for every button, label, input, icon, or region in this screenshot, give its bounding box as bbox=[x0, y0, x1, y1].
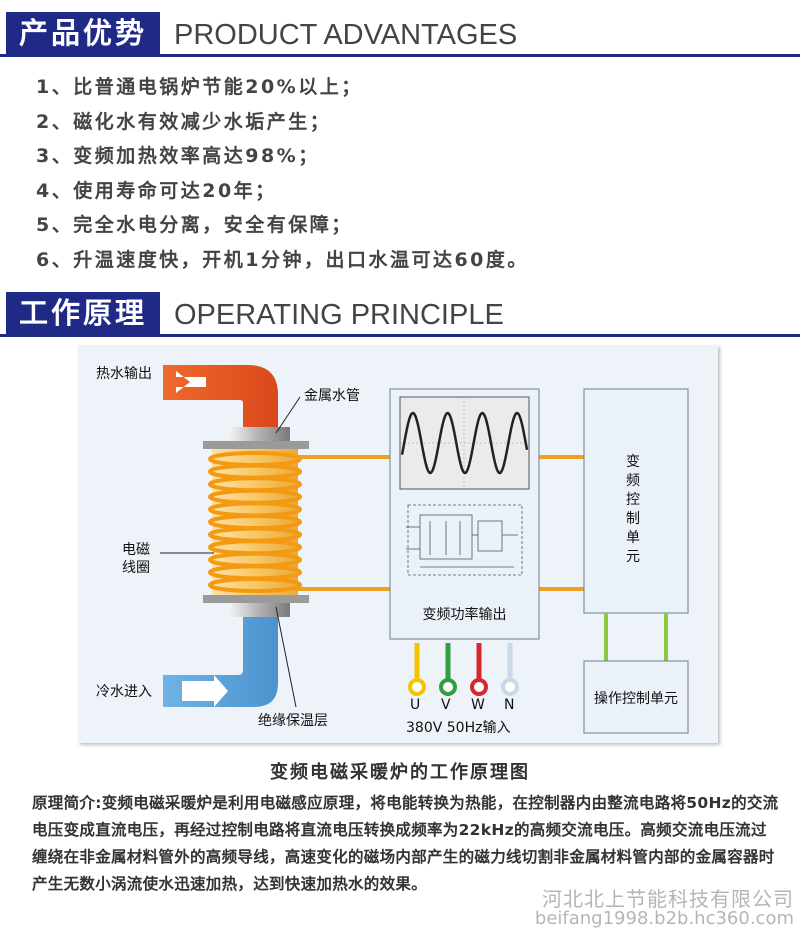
diagram-svg bbox=[160, 365, 689, 734]
label-power-input: 380V 50Hz输入 bbox=[406, 720, 511, 736]
phase-terminals bbox=[408, 643, 519, 696]
circuit-schematic bbox=[406, 504, 523, 576]
section-header-advantages: 产品优势 PRODUCT ADVANTAGES bbox=[0, 10, 800, 57]
label-phase-u: U bbox=[410, 697, 421, 713]
section-title-cn: 工作原理 bbox=[6, 292, 160, 334]
frequency-control-unit bbox=[583, 388, 689, 614]
label-operation-unit: 操作控制单元 bbox=[594, 691, 678, 707]
advantage-item: 6、升温速度快，开机1分钟，出口水温可达60度。 bbox=[36, 248, 529, 271]
label-control-unit: 变频控制单元 bbox=[626, 454, 640, 565]
hot-arrow-icon bbox=[176, 371, 206, 393]
label-coil-line1: 电磁 bbox=[122, 542, 150, 558]
principle-diagram: 热水输出 金属水管 电磁 线圈 冷水进入 绝缘保温层 变频功率输出 变频控制单元… bbox=[78, 345, 718, 743]
leader-metal-pipe bbox=[275, 396, 301, 434]
leader-insulation bbox=[275, 606, 297, 708]
advantage-item: 3、变频加热效率高达98%； bbox=[36, 145, 320, 167]
coil-core bbox=[212, 449, 298, 595]
operation-control-unit bbox=[583, 660, 689, 734]
flange-bottom bbox=[203, 595, 309, 603]
section-title-en: PRODUCT ADVANTAGES bbox=[174, 19, 518, 51]
sine-wave bbox=[400, 411, 529, 475]
label-metal-pipe: 金属水管 bbox=[304, 388, 360, 404]
section-header-principle: 工作原理 OPERATING PRINCIPLE bbox=[0, 290, 800, 337]
section-divider bbox=[0, 334, 800, 337]
section-title-en: OPERATING PRINCIPLE bbox=[174, 299, 504, 331]
advantage-item: 5、完全水电分离，安全有保障； bbox=[36, 214, 353, 236]
label-phase-w: W bbox=[471, 697, 485, 713]
label-phase-n: N bbox=[504, 697, 515, 713]
advantages-list: 1、比普通电锅炉节能20%以上； 2、磁化水有效减少水垢产生； 3、变频加热效率… bbox=[36, 70, 529, 277]
metal-pipe-bottom bbox=[230, 603, 290, 617]
label-insulation: 绝缘保温层 bbox=[258, 713, 328, 729]
flange-top bbox=[203, 441, 309, 449]
label-phase-v: V bbox=[441, 697, 451, 713]
advantage-item: 1、比普通电锅炉节能20%以上； bbox=[36, 76, 363, 98]
watermark-company: 河北北上节能科技有限公司 bbox=[542, 887, 794, 911]
advantage-item: 4、使用寿命可达20年； bbox=[36, 179, 277, 202]
label-power-output: 变频功率输出 bbox=[422, 607, 507, 623]
advantage-item: 2、磁化水有效减少水垢产生； bbox=[36, 110, 332, 133]
label-coil-line2: 线圈 bbox=[122, 560, 150, 576]
coil-turn bbox=[208, 577, 302, 593]
principle-intro: 原理简介:变频电磁采暖炉是利用电磁感应原理，将电能转换为热能，在控制器内由整流电… bbox=[32, 794, 779, 893]
label-coil: 电磁 线圈 bbox=[122, 541, 150, 577]
label-hot-water-out: 热水输出 bbox=[96, 366, 152, 382]
section-divider bbox=[0, 54, 800, 57]
cold-arrow-icon bbox=[182, 675, 228, 707]
electromagnetic-coil bbox=[208, 451, 302, 593]
section-title-cn: 产品优势 bbox=[6, 12, 160, 54]
label-cold-water-in: 冷水进入 bbox=[96, 684, 152, 700]
watermark-url: beifang1998.b2b.hc360.com bbox=[534, 908, 794, 929]
diagram-caption: 变频电磁采暖炉的工作原理图 bbox=[270, 762, 530, 783]
